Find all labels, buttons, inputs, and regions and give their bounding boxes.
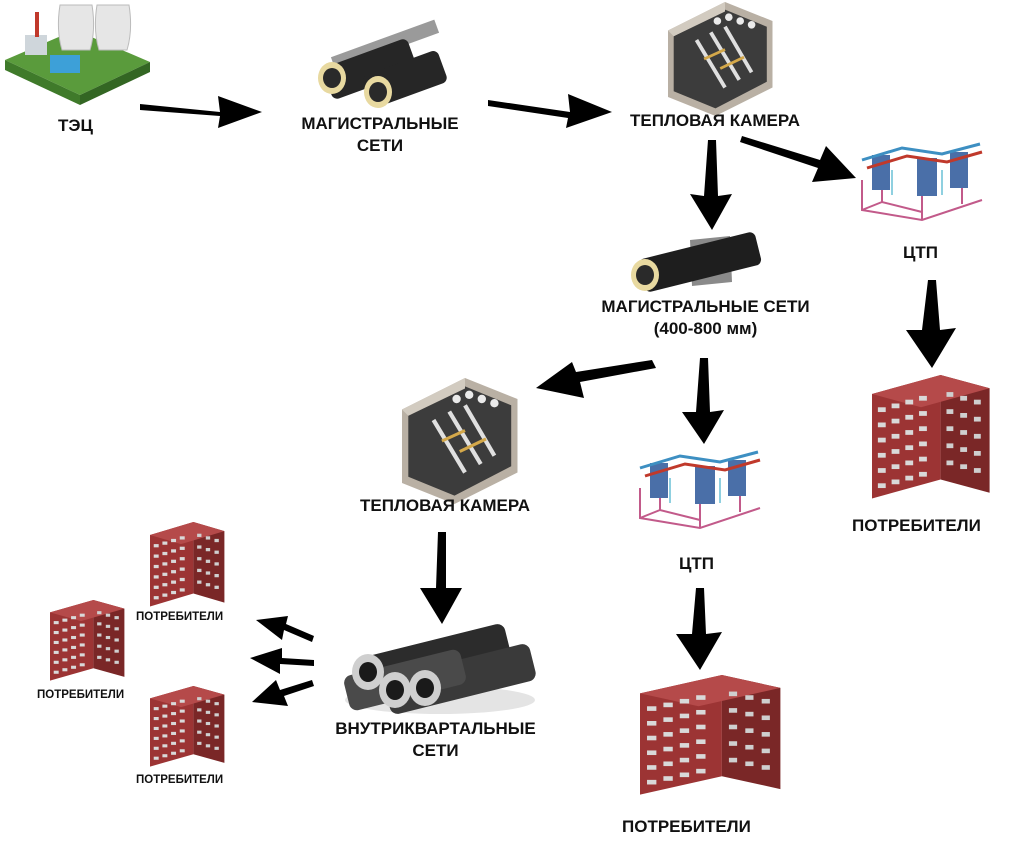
heat-chamber-2-label: ТЕПЛОВАЯ КАМЕРА [360,496,531,515]
main-networks-2-label: МАГИСТРАЛЬНЫЕ СЕТИ (400-800 мм) [578,296,833,340]
arrow [906,280,956,368]
arrow [140,96,262,128]
pipe-icon [318,19,447,108]
arrow [676,588,722,670]
apartment-building-icon [150,522,225,607]
arrow [690,140,732,230]
ctp-2-label: ЦТП [679,554,715,573]
main-networks-2-line-1: МАГИСТРАЛЬНЫЕ СЕТИ [601,297,810,316]
heat-chamber-icon [402,378,518,504]
ctp-unit-icon [860,142,984,222]
arrow [536,360,656,398]
apartment-building-icon [150,686,225,767]
intra-block-line-2: СЕТИ [412,741,459,761]
heat-chamber-label: ТЕПЛОВАЯ КАМЕРА [630,111,801,130]
pipe-icon [631,232,762,292]
ctp-unit-icon [638,450,762,530]
arrow [250,648,314,674]
apartment-building-icon [872,375,990,499]
arrow [420,532,462,624]
apartment-building-icon [640,675,781,795]
power-plant-icon [5,4,150,105]
arrow [256,616,314,642]
main-networks-line-1: МАГИСТРАЛЬНЫЕ [301,114,459,133]
consumers-right-label: ПОТРЕБИТЕЛИ [852,516,981,535]
arrow [488,94,612,128]
intra-block-networks-label: ВНУТРИКВАРТАЛЬНЫЕ СЕТИ [308,718,563,762]
intra-block-line-1: ВНУТРИКВАРТАЛЬНЫЕ [335,719,536,738]
tec-label: ТЭЦ [58,116,93,135]
ctp-label: ЦТП [903,243,939,262]
consumers-bottom-label: ПОТРЕБИТЕЛИ [622,817,751,836]
consumers-small-mid-label: ПОТРЕБИТЕЛИ [37,689,125,701]
main-networks-line-2: СЕТИ [356,136,404,156]
main-networks-label: МАГИСТРАЛЬНЫЕ СЕТИ [285,113,475,157]
pipe-bundle-icon [344,624,536,714]
heat-chamber-icon [666,0,775,118]
apartment-building-icon [50,600,125,681]
consumers-small-top-label: ПОТРЕБИТЕЛИ [136,611,224,623]
consumers-small-bottom-label: ПОТРЕБИТЕЛИ [136,774,224,786]
main-networks-2-line-2: (400-800 мм) [653,319,758,339]
arrow [252,680,314,706]
arrow [740,136,856,182]
arrow [682,358,724,444]
